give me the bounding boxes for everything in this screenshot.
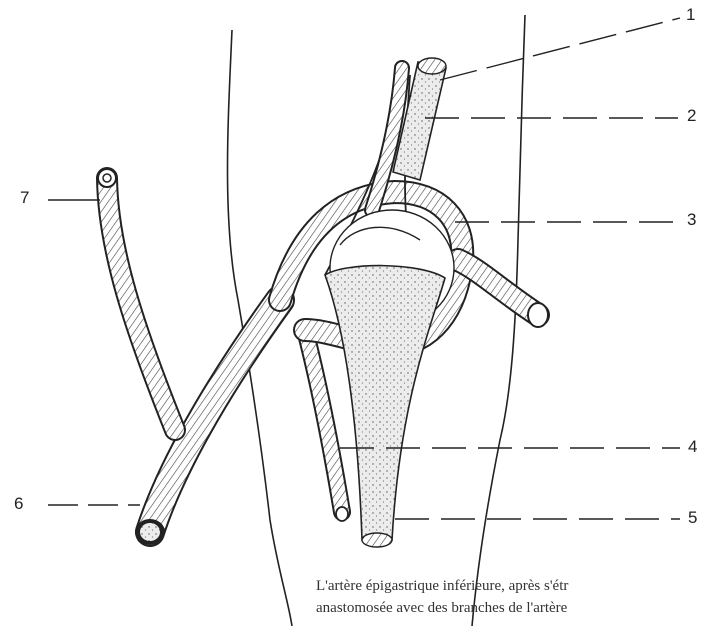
- label-3: 3: [687, 210, 696, 230]
- label-4: 4: [688, 437, 697, 457]
- label-7: 7: [20, 188, 29, 208]
- caption-line-2: anastomosée avec des branches de l'artèr…: [316, 600, 707, 617]
- caption-line-1: L'artère épigastrique inférieure, après …: [316, 578, 707, 595]
- leader-1: [440, 18, 680, 80]
- label-2: 2: [687, 106, 696, 126]
- label-6: 6: [14, 494, 23, 514]
- label-1: 1: [686, 5, 695, 25]
- body-contour-right: [472, 15, 525, 626]
- label-5: 5: [688, 508, 697, 528]
